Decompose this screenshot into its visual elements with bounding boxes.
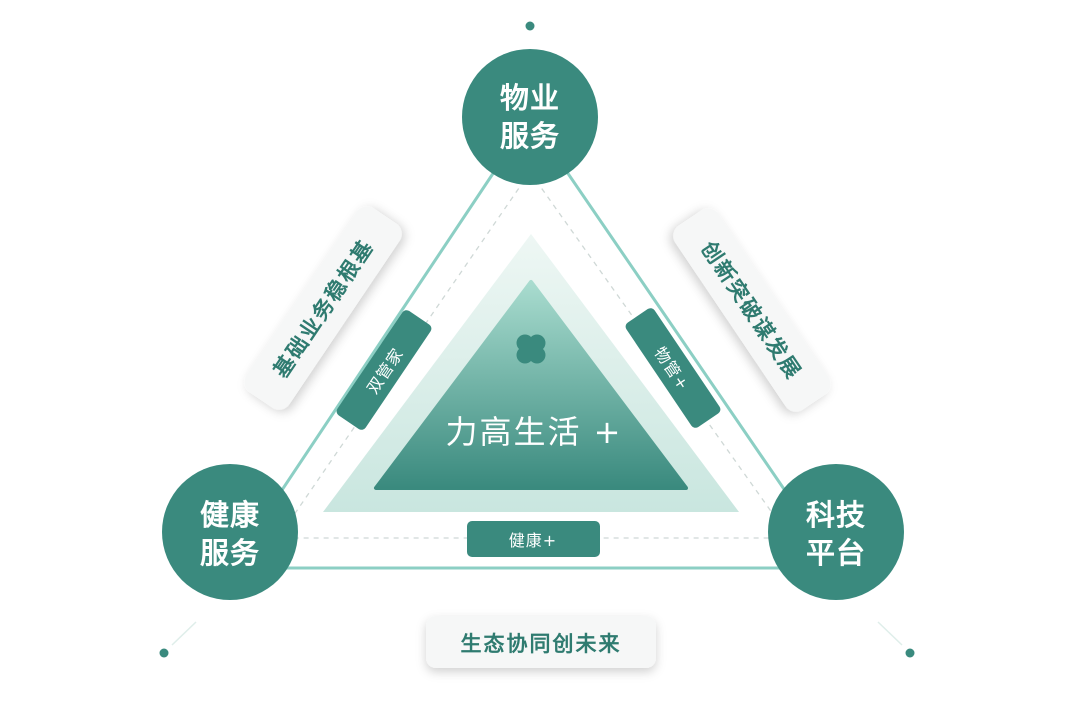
- node-top: [462, 49, 598, 185]
- node-left: [162, 464, 298, 600]
- decor-dot-left: [159, 648, 169, 658]
- decor-line-right: [877, 621, 903, 646]
- pill-bottom: [426, 616, 656, 668]
- node-right-line1: 科技: [805, 498, 867, 532]
- center-triangle-inner: [374, 280, 688, 490]
- node-right: [768, 464, 904, 600]
- tag-right: [625, 308, 721, 428]
- node-left-line2: 服务: [199, 536, 261, 570]
- decor-line-left: [171, 621, 197, 646]
- pill-bottom-label: 生态协同创未来: [460, 632, 622, 656]
- outer-triangle: [228, 116, 840, 570]
- decor-dot-right: [905, 648, 915, 658]
- tag-bottom-label: 健康+: [508, 531, 558, 550]
- decor-dot-top: [525, 21, 535, 31]
- node-right-label: 科技 平台: [806, 496, 866, 572]
- node-left-line1: 健康: [199, 498, 261, 532]
- four-leaf-clover-icon: [516, 334, 546, 364]
- tag-bottom: [467, 521, 600, 557]
- pill-right: [673, 208, 831, 412]
- tag-left: [336, 310, 432, 430]
- pill-left: [244, 206, 402, 410]
- node-left-label: 健康 服务: [200, 496, 260, 572]
- node-top-label: 物业 服务: [500, 79, 560, 155]
- node-right-line2: 平台: [805, 536, 867, 570]
- node-top-line2: 服务: [499, 119, 561, 153]
- node-top-line1: 物业: [499, 81, 561, 115]
- center-title: 力高生活 +: [445, 413, 623, 451]
